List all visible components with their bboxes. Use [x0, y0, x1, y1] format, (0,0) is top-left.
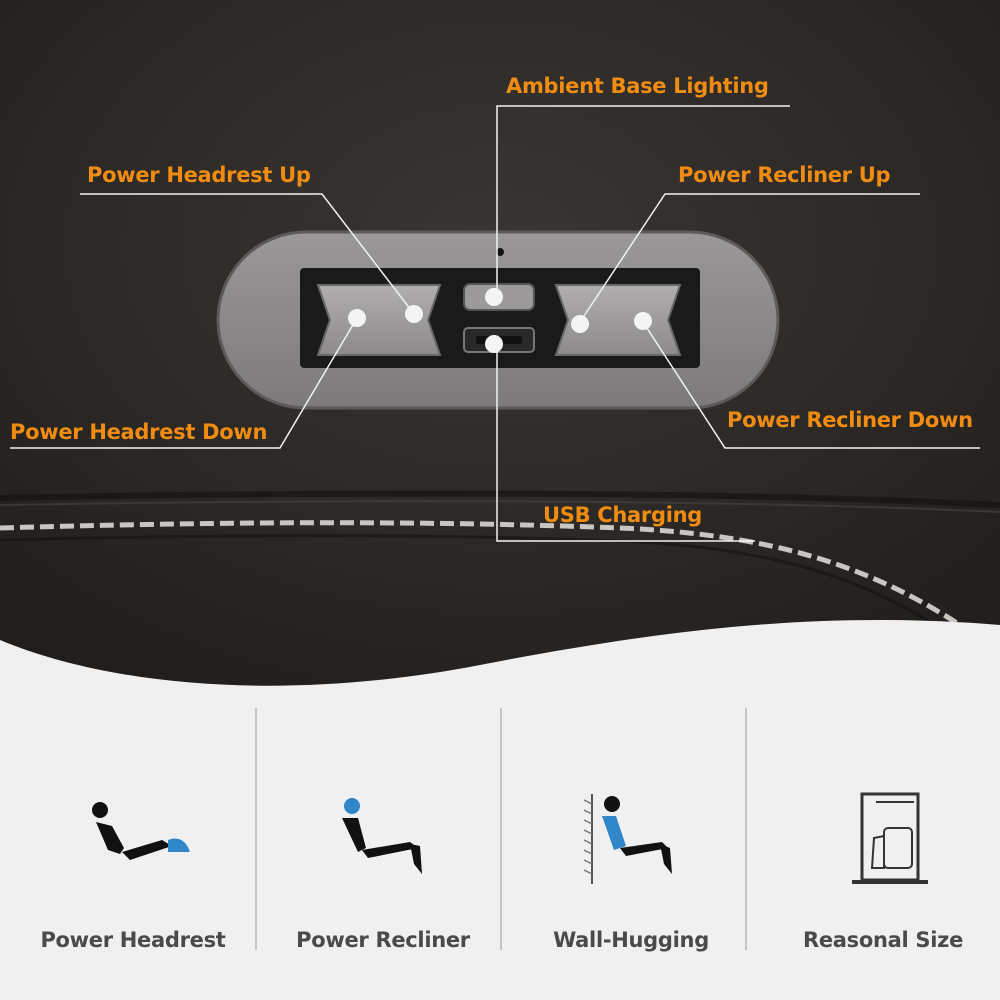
callout-usb-charging: USB Charging: [543, 503, 702, 527]
callout-dots: [348, 288, 652, 353]
stitching: [0, 520, 962, 628]
feature-label: Reasonal Size: [802, 928, 964, 952]
callout-power-headrest-up: Power Headrest Up: [87, 163, 311, 187]
wall-hugging-icon: [583, 794, 672, 884]
callout-power-recliner-up: Power Recliner Up: [678, 163, 891, 187]
power-headrest-icon: [92, 802, 190, 860]
power-recliner-icon: [342, 798, 422, 874]
feature-dividers: [255, 708, 747, 950]
callout-power-headrest-down: Power Headrest Down: [10, 420, 268, 444]
feature-wall-hugging: Wall-Hugging: [506, 688, 756, 1000]
feature-reasonal-size: Reasonal Size: [758, 688, 1000, 1000]
feature-power-recliner: Power Recliner: [258, 688, 508, 1000]
feature-power-headrest: Power Headrest: [8, 688, 258, 1000]
headrest-rocker-button: [316, 284, 442, 356]
leader-lines: [10, 105, 980, 542]
callout-ambient-base-lighting: Ambient Base Lighting: [506, 74, 769, 98]
callout-power-recliner-down: Power Recliner Down: [727, 408, 973, 432]
control-panel: [216, 230, 780, 410]
reasonal-size-icon: [852, 792, 928, 884]
recliner-rocker-button: [554, 284, 682, 356]
feature-label: Power Headrest: [40, 928, 226, 952]
feature-label: Wall-Hugging: [553, 928, 709, 952]
feature-label: Power Recliner: [296, 928, 470, 952]
